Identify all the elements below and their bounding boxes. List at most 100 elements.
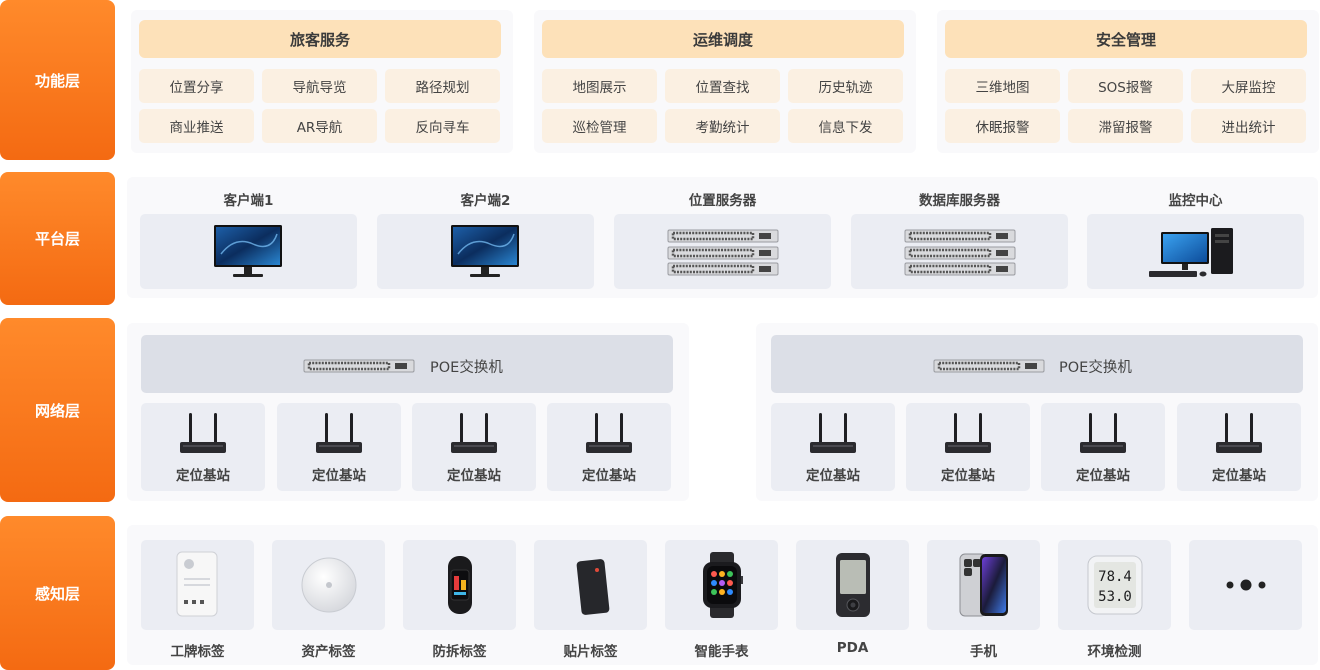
- server-rack-icon: [904, 229, 1016, 276]
- layer-label: 平台层: [34, 230, 80, 248]
- antenna-router-icon: [316, 413, 362, 453]
- function-item: 休眠报警: [945, 109, 1060, 143]
- function-group-title: 旅客服务: [139, 20, 501, 58]
- function-item: 地图展示: [542, 69, 657, 103]
- antenna-router-icon: [945, 413, 991, 453]
- device-phone: [927, 540, 1040, 630]
- poe-switch-left: POE交换机: [141, 335, 673, 393]
- layer-tab-network: 网络层: [0, 318, 115, 502]
- device-more: [1189, 540, 1302, 630]
- platform-node-label: 客户端1: [223, 193, 274, 209]
- layer-tab-platform: 平台层: [0, 172, 115, 305]
- platform-node-label: 位置服务器: [688, 193, 757, 209]
- device-patch-tag: [534, 540, 647, 630]
- more-dots-icon: [1226, 579, 1266, 591]
- base-station-label: 定位基站: [312, 468, 366, 484]
- base-station: 定位基站: [547, 403, 671, 491]
- function-group-passenger: 旅客服务 位置分享 导航导览 路径规划 商业推送 AR导航 反向寻车: [131, 10, 513, 153]
- function-item: 滞留报警: [1068, 109, 1183, 143]
- patch-tag-icon: [576, 559, 610, 615]
- base-station: 定位基站: [771, 403, 895, 491]
- platform-node-client-2: [377, 214, 594, 289]
- device-badge-tag: [141, 540, 254, 630]
- thermo-hygrometer-icon: 78.4 53.0: [1087, 555, 1143, 615]
- poe-switch-label: POE交换机: [430, 360, 503, 376]
- base-station-label: 定位基站: [447, 468, 501, 484]
- humidity-reading: 53.0: [1098, 589, 1132, 605]
- function-item: 导航导览: [262, 69, 377, 103]
- antenna-router-icon: [1216, 413, 1262, 453]
- layer-tab-function: 功能层: [0, 0, 115, 160]
- device-label: 防拆标签: [432, 644, 487, 660]
- base-station-label: 定位基站: [582, 468, 636, 484]
- monitor-icon: [451, 225, 519, 277]
- layer-label: 功能层: [34, 71, 80, 90]
- layer-label: 网络层: [34, 401, 80, 420]
- poe-switch-label: POE交换机: [1059, 360, 1132, 376]
- device-label: 资产标签: [301, 644, 356, 660]
- function-item: 位置分享: [139, 69, 254, 103]
- base-station: 定位基站: [1177, 403, 1301, 491]
- network-switch-icon: [933, 359, 1045, 373]
- function-item: 信息下发: [788, 109, 903, 143]
- function-group-title: 安全管理: [945, 20, 1307, 58]
- base-station-label: 定位基站: [1076, 468, 1130, 484]
- function-group-security: 安全管理 三维地图 SOS报警 大屏监控 休眠报警 滞留报警 进出统计: [937, 10, 1319, 153]
- function-item: 商业推送: [139, 109, 254, 143]
- temperature-reading: 78.4: [1098, 569, 1132, 585]
- antenna-router-icon: [810, 413, 856, 453]
- base-station-label: 定位基站: [806, 468, 860, 484]
- badge-tag-icon: [176, 551, 218, 617]
- base-station: 定位基站: [906, 403, 1030, 491]
- platform-node-location-server: [614, 214, 831, 289]
- function-item: 考勤统计: [665, 109, 780, 143]
- monitor-icon: [214, 225, 282, 277]
- antenna-router-icon: [586, 413, 632, 453]
- device-label: 环境检测: [1087, 644, 1142, 660]
- function-item: 历史轨迹: [788, 69, 903, 103]
- function-item: 三维地图: [945, 69, 1060, 103]
- device-environment-sensor: 78.4 53.0: [1058, 540, 1171, 630]
- asset-tag-icon: [301, 557, 357, 613]
- device-label: PDA: [836, 640, 869, 656]
- function-group-title: 运维调度: [542, 20, 904, 58]
- platform-node-monitoring-center: [1087, 214, 1304, 289]
- function-item: AR导航: [262, 109, 377, 143]
- platform-node-label: 数据库服务器: [919, 193, 1000, 209]
- base-station-label: 定位基站: [176, 468, 230, 484]
- device-label: 贴片标签: [563, 644, 618, 660]
- smart-watch-icon: [703, 552, 743, 618]
- layer-label: 感知层: [34, 584, 80, 603]
- base-station-label: 定位基站: [1212, 468, 1266, 484]
- device-smart-watch: [665, 540, 778, 630]
- smartphone-icon: [959, 553, 1008, 617]
- smart-band-icon: [448, 556, 472, 614]
- poe-switch-right: POE交换机: [771, 335, 1303, 393]
- platform-node-label: 客户端2: [460, 193, 511, 209]
- device-pda: [796, 540, 909, 630]
- antenna-router-icon: [1080, 413, 1126, 453]
- network-switch-icon: [303, 359, 415, 373]
- device-asset-tag: [272, 540, 385, 630]
- platform-node-label: 监控中心: [1168, 193, 1223, 209]
- device-tamper-tag: [403, 540, 516, 630]
- platform-node-database-server: [851, 214, 1068, 289]
- pda-icon: [836, 553, 870, 617]
- function-item: 巡检管理: [542, 109, 657, 143]
- base-station: 定位基站: [277, 403, 401, 491]
- layer-tab-perception: 感知层: [0, 516, 115, 670]
- function-item: 进出统计: [1191, 109, 1306, 143]
- desktop-computer-icon: [1149, 228, 1233, 277]
- antenna-router-icon: [180, 413, 226, 453]
- base-station: 定位基站: [412, 403, 536, 491]
- device-label: 手机: [970, 644, 997, 660]
- platform-node-client-1: [140, 214, 357, 289]
- device-label: 智能手表: [694, 644, 749, 660]
- function-group-operations: 运维调度 地图展示 位置查找 历史轨迹 巡检管理 考勤统计 信息下发: [534, 10, 916, 153]
- base-station: 定位基站: [1041, 403, 1165, 491]
- function-item: 反向寻车: [385, 109, 500, 143]
- antenna-router-icon: [451, 413, 497, 453]
- base-station-label: 定位基站: [941, 468, 995, 484]
- function-item: 位置查找: [665, 69, 780, 103]
- base-station: 定位基站: [141, 403, 265, 491]
